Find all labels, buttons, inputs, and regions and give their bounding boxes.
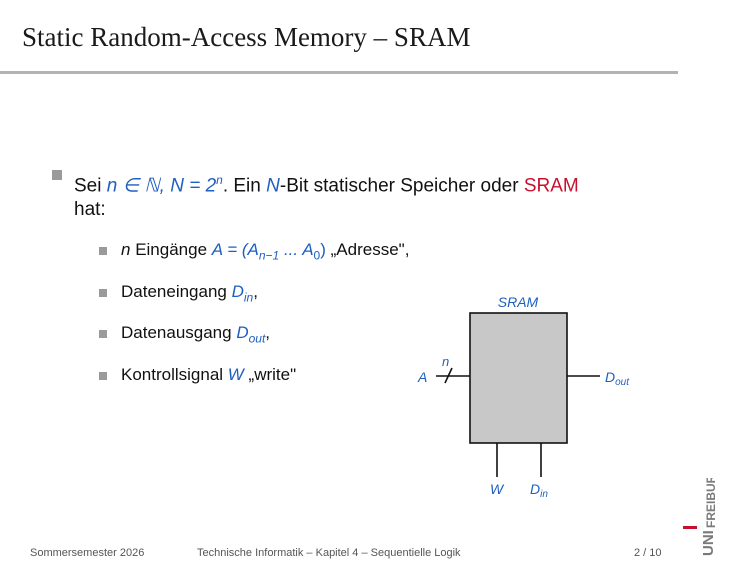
footer-semester: Sommersemester 2026 — [30, 547, 145, 559]
bullet-marker — [52, 170, 62, 180]
bus-width-label: n — [442, 354, 449, 369]
item-n: n — [121, 240, 131, 259]
list-item-data-in: Dateneingang Din, — [121, 281, 258, 308]
slide-title: Static Random-Access Memory – SRAM — [22, 22, 471, 52]
intro-sei: Sei — [74, 175, 107, 197]
item-suffix: , — [265, 323, 271, 342]
data-in-sub: in — [540, 489, 548, 500]
intro-text: Sei n ∈ ℕ, N = 2n. Ein N-Bit statischer … — [74, 168, 694, 222]
logo-uni: UNI — [700, 530, 717, 556]
intro-end: hat: — [74, 199, 106, 221]
item-text: Eingänge — [130, 240, 212, 259]
data-out-sub: out — [615, 377, 630, 388]
item-text: Dateneingang — [121, 282, 232, 301]
footer-page-number: 2 / 10 — [634, 547, 662, 559]
list-item-address: n Eingänge A = (An−1 ... A0) „Adresse", — [121, 239, 409, 266]
university-logo: UNI FREIBURG — [683, 478, 718, 556]
item-text: Datenausgang — [121, 323, 237, 342]
item-sub: in — [243, 290, 254, 305]
item-formula: A = (A — [211, 240, 259, 259]
item-symbol: D — [231, 282, 244, 301]
list-item-data-out: Datenausgang Dout, — [121, 322, 270, 349]
intro-exponent: n — [216, 173, 223, 187]
footer-course: Technische Informatik – Kapitel 4 – Sequ… — [197, 547, 461, 559]
sub-bullet-marker — [99, 247, 107, 255]
bus-width-slash — [444, 367, 453, 384]
sub-bullet-marker — [99, 289, 107, 297]
intro-rest: -Bit statischer Speicher oder — [279, 175, 524, 197]
data-in-symbol: D — [530, 481, 540, 497]
title-divider — [0, 71, 678, 74]
intro-N: N — [266, 175, 280, 197]
list-item-write: Kontrollsignal W „write" — [121, 364, 296, 386]
item-dots: ... A — [279, 240, 314, 259]
item-sub-0: 0 — [313, 248, 321, 263]
item-sub-n1: n−1 — [258, 248, 280, 263]
item-suffix: „write" — [243, 365, 297, 384]
item-symbol: D — [236, 323, 249, 342]
item-symbol: W — [227, 365, 244, 384]
data-out-symbol: D — [605, 369, 615, 385]
item-close: ) — [320, 240, 326, 259]
intro-sram: SRAM — [523, 175, 579, 197]
address-label: A — [417, 369, 427, 385]
item-sub: out — [248, 331, 266, 346]
intro-mid: . Ein — [222, 175, 267, 197]
sram-block-diagram: SRAM A n Dout W Din — [417, 294, 630, 500]
item-text: Kontrollsignal — [121, 365, 228, 384]
sub-bullet-marker — [99, 330, 107, 338]
logo-red-bar — [683, 526, 697, 529]
sub-bullet-marker — [99, 372, 107, 380]
write-label: W — [490, 481, 505, 497]
data-out-label: Dout — [605, 369, 630, 388]
logo-freiburg: FREIBURG — [704, 478, 718, 528]
data-in-label: Din — [530, 481, 548, 500]
item-suffix: „Adresse", — [325, 240, 410, 259]
item-suffix: , — [253, 282, 258, 301]
intro-n-in-N: n ∈ ℕ, N = 2 — [106, 175, 217, 197]
sram-block — [469, 312, 568, 444]
sram-label: SRAM — [498, 294, 539, 310]
